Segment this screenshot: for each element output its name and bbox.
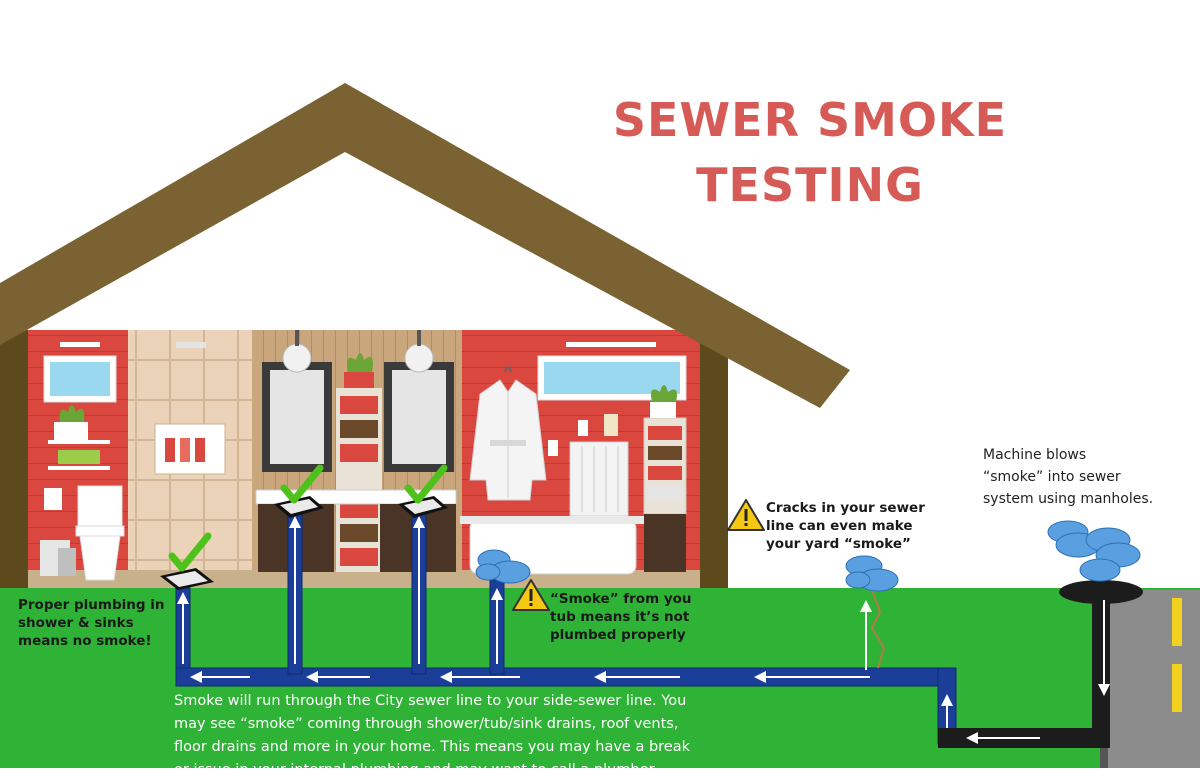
callout-line: system using manholes. (983, 491, 1154, 507)
road-icon (1100, 590, 1200, 768)
checkmark-icon (280, 464, 324, 504)
bottom-line: Smoke will run through the City sewer li… (174, 693, 687, 709)
callout-line: Machine blows (983, 447, 1087, 463)
title-line-1: SEWER SMOKE (612, 93, 1008, 147)
manhole-icon (1059, 580, 1143, 604)
sewer-pipe (1092, 598, 1110, 748)
bottom-line: may see “smoke” coming through shower/tu… (174, 716, 679, 732)
bottom-line: floor drains and more in your home. This… (174, 739, 691, 755)
callout-line: plumbed properly (550, 627, 686, 643)
callout-line: shower & sinks (18, 615, 134, 631)
smoke-cloud-icon (845, 555, 899, 592)
bottom-line: or issue in your internal plumbing and m… (174, 762, 658, 778)
toilet-icon (75, 485, 125, 581)
mirror-icon (43, 355, 117, 403)
callout-line: “Smoke” from you (550, 591, 692, 607)
drain-icon (398, 496, 448, 518)
callout-line: tub means it’s not (550, 609, 690, 625)
callout-machine: Machine blows “smoke” into sewer system … (983, 444, 1153, 510)
warning-icon (512, 579, 550, 611)
title-line-2: TESTING (696, 158, 924, 212)
callout-line: Cracks in your sewer (766, 500, 925, 516)
callout-line: means no smoke! (18, 633, 152, 649)
roof (0, 83, 850, 408)
yard-crack (870, 589, 886, 669)
drain-icon (274, 496, 324, 518)
callout-proper-plumbing: Proper plumbing in shower & sinks means … (18, 596, 164, 650)
smoke-cloud-icon (1047, 520, 1141, 582)
plant-icon (54, 405, 88, 440)
callout-line: line can even make (766, 518, 913, 534)
callout-line: your yard “smoke” (766, 536, 911, 552)
flow-arrow-icon (177, 516, 1110, 744)
shelf-icon (643, 417, 687, 572)
warning-icon (727, 499, 765, 531)
checkmark-icon (404, 464, 448, 504)
plant-icon (650, 385, 677, 418)
callout-line: Proper plumbing in (18, 597, 165, 613)
bathrobe-icon (469, 366, 547, 501)
smoke-cloud-icon (475, 549, 531, 584)
radiator-icon (569, 441, 629, 517)
drain-icon (160, 568, 214, 590)
bottom-explanation: Smoke will run through the City sewer li… (174, 690, 734, 782)
callout-line: “smoke” into sewer (983, 469, 1121, 485)
bathtub-icon (460, 516, 646, 575)
callout-yard-cracks: Cracks in your sewer line can even make … (766, 499, 925, 553)
shelf-icon (336, 388, 382, 572)
checkmark-icon (168, 532, 212, 572)
mirror-icon (384, 362, 454, 472)
plant-icon (344, 353, 374, 388)
callout-tub-smoke: “Smoke” from you tub means it’s not plum… (550, 590, 692, 644)
mirror-icon (262, 362, 332, 472)
